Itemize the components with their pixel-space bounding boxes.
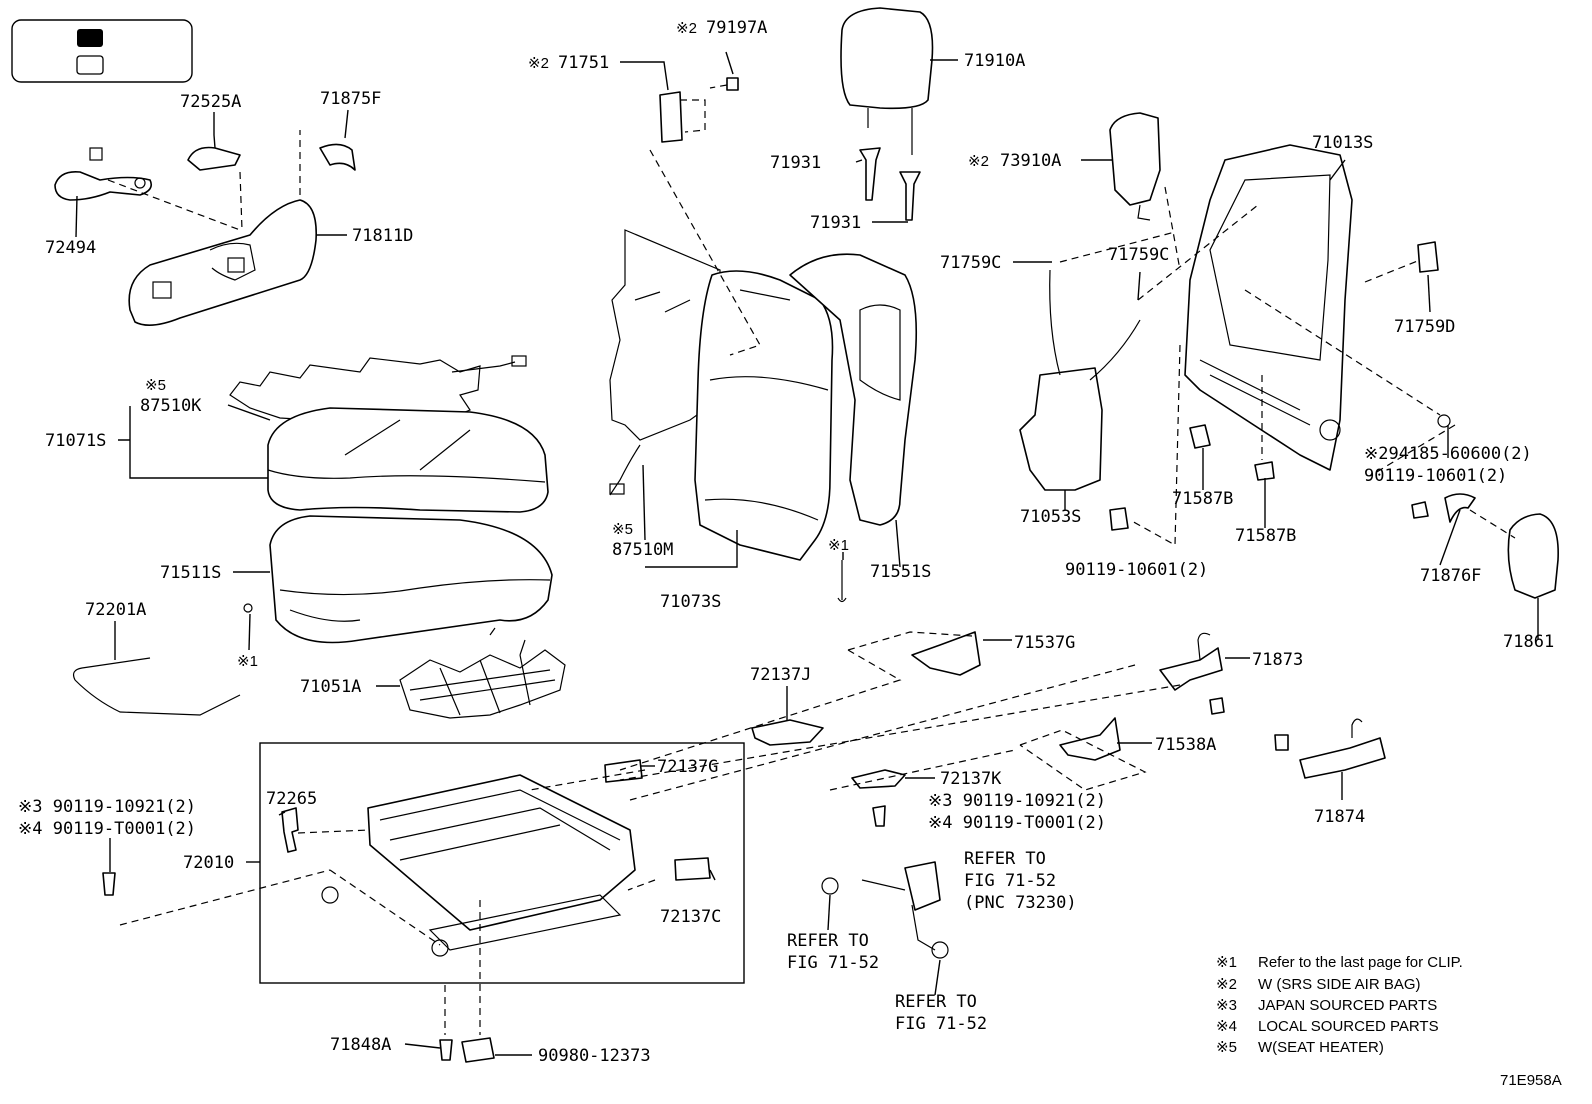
note-3-text: JAPAN SOURCED PARTS <box>1258 997 1437 1014</box>
callout-71751-mark: ※2 <box>528 55 549 72</box>
callout-71759C-right[interactable]: 71759C <box>1108 245 1169 265</box>
headrest-group <box>840 7 934 221</box>
callout-71861[interactable]: 71861 <box>1503 632 1554 652</box>
callout-90980-12373[interactable]: 90980-12373 <box>538 1046 651 1066</box>
callout-87510M-mark: ※5 <box>612 521 633 538</box>
callout-71073S[interactable]: 71073S <box>660 592 721 612</box>
callout-71931-lower[interactable]: 71931 <box>810 213 861 233</box>
callout-71759C-left[interactable]: 71759C <box>940 253 1001 273</box>
callout-71873[interactable]: 71873 <box>1252 650 1303 670</box>
notes-block: ※1 Refer to the last page for CLIP. ※2 W… <box>1216 954 1562 1089</box>
note-5-mark: ※5 <box>1216 1039 1237 1056</box>
callout-71587B-lower[interactable]: 71587B <box>1235 526 1296 546</box>
refer-washer-line2[interactable]: FIG 71-52 <box>787 953 879 973</box>
callout-72137C[interactable]: 72137C <box>660 907 721 927</box>
side-cover-group <box>54 130 356 326</box>
refer-nut-line1[interactable]: REFER TO <box>895 992 977 1012</box>
callout-71751[interactable]: 71751 <box>558 53 609 73</box>
refer-nut-line2[interactable]: FIG 71-52 <box>895 1014 987 1034</box>
callout-clip-back: ※1 <box>828 537 849 554</box>
callout-72494[interactable]: 72494 <box>45 238 96 258</box>
callout-87510K[interactable]: 87510K <box>140 396 202 416</box>
callout-71931-upper[interactable]: 71931 <box>770 153 821 173</box>
callout-294185-60600[interactable]: ※294185-60600(2) <box>1364 444 1532 464</box>
callout-71051A[interactable]: 71051A <box>300 677 361 697</box>
callout-87510M[interactable]: 87510M <box>612 540 673 560</box>
trim-covers-group <box>619 631 1386 959</box>
callout-71759D[interactable]: 71759D <box>1394 317 1455 337</box>
callout-71587B-upper[interactable]: 71587B <box>1172 489 1233 509</box>
callout-79197A[interactable]: 79197A <box>706 18 767 38</box>
refer-washer-line1[interactable]: REFER TO <box>787 931 869 951</box>
callout-71876F[interactable]: 71876F <box>1420 566 1481 586</box>
callout-73910A[interactable]: 73910A <box>1000 151 1061 171</box>
seat-back-group <box>609 77 917 603</box>
legend-filled-swatch <box>77 29 103 47</box>
callout-labels: 72525A 71875F 72494 71811D ※2 79197A ※2 … <box>18 18 1554 1066</box>
note-4-text: LOCAL SOURCED PARTS <box>1258 1018 1439 1035</box>
note-3-mark: ※3 <box>1216 997 1237 1014</box>
refer-belt-line1[interactable]: REFER TO <box>964 849 1046 869</box>
callout-73910A-mark: ※2 <box>968 153 989 170</box>
callout-71848A[interactable]: 71848A <box>330 1035 391 1055</box>
callout-72010[interactable]: 72010 <box>183 853 234 873</box>
callout-71538A[interactable]: 71538A <box>1155 735 1216 755</box>
callout-71071S[interactable]: 71071S <box>45 431 106 451</box>
callout-71537G[interactable]: 71537G <box>1014 633 1075 653</box>
callout-71910A[interactable]: 71910A <box>964 51 1025 71</box>
callout-71013S[interactable]: 71013S <box>1312 133 1373 153</box>
callout-90119-10601-lower[interactable]: 90119-10601(2) <box>1065 560 1208 580</box>
legend-box <box>11 19 193 83</box>
callout-87510K-mark: ※5 <box>145 377 166 394</box>
callout-left-local-bolt[interactable]: ※4 90119-T0001(2) <box>18 819 196 839</box>
note-2-text: W (SRS SIDE AIR BAG) <box>1258 976 1421 993</box>
legend-empty-swatch <box>76 55 104 75</box>
callout-72137K[interactable]: 72137K <box>940 769 1002 789</box>
callout-72137J[interactable]: 72137J <box>750 665 811 685</box>
callout-72137G[interactable]: 72137G <box>657 757 718 777</box>
callout-71511S[interactable]: 71511S <box>160 563 221 583</box>
adjuster-group <box>102 742 745 1063</box>
seat-frame-group <box>1019 112 1559 599</box>
callout-71053S[interactable]: 71053S <box>1020 507 1081 527</box>
callout-71874[interactable]: 71874 <box>1314 807 1365 827</box>
callout-71875F[interactable]: 71875F <box>320 89 381 109</box>
note-1-text: Refer to the last page for CLIP. <box>1258 954 1463 971</box>
note-4-mark: ※4 <box>1216 1018 1237 1035</box>
figure-id: 71E958A <box>1500 1072 1562 1089</box>
callout-clip-cushion: ※1 <box>237 653 258 670</box>
callout-mid-japan-bolt[interactable]: ※3 90119-10921(2) <box>928 791 1106 811</box>
note-5-text: W(SEAT HEATER) <box>1258 1039 1384 1056</box>
note-2-mark: ※2 <box>1216 976 1237 993</box>
seat-cushion-group <box>72 355 566 719</box>
callout-71551S[interactable]: 71551S <box>870 562 931 582</box>
refer-belt-line3[interactable]: (PNC 73230) <box>964 893 1077 913</box>
callout-90119-10601-upper[interactable]: 90119-10601(2) <box>1364 466 1507 486</box>
callout-71811D[interactable]: 71811D <box>352 226 413 246</box>
refer-belt-line2[interactable]: FIG 71-52 <box>964 871 1056 891</box>
callout-72525A[interactable]: 72525A <box>180 92 241 112</box>
callout-72201A[interactable]: 72201A <box>85 600 146 620</box>
callout-79197A-mark: ※2 <box>676 20 697 37</box>
callout-left-japan-bolt[interactable]: ※3 90119-10921(2) <box>18 797 196 817</box>
callout-72265[interactable]: 72265 <box>266 789 317 809</box>
note-1-mark: ※1 <box>1216 954 1237 971</box>
leader-lines <box>75 51 1539 1056</box>
callout-mid-local-bolt[interactable]: ※4 90119-T0001(2) <box>928 813 1106 833</box>
